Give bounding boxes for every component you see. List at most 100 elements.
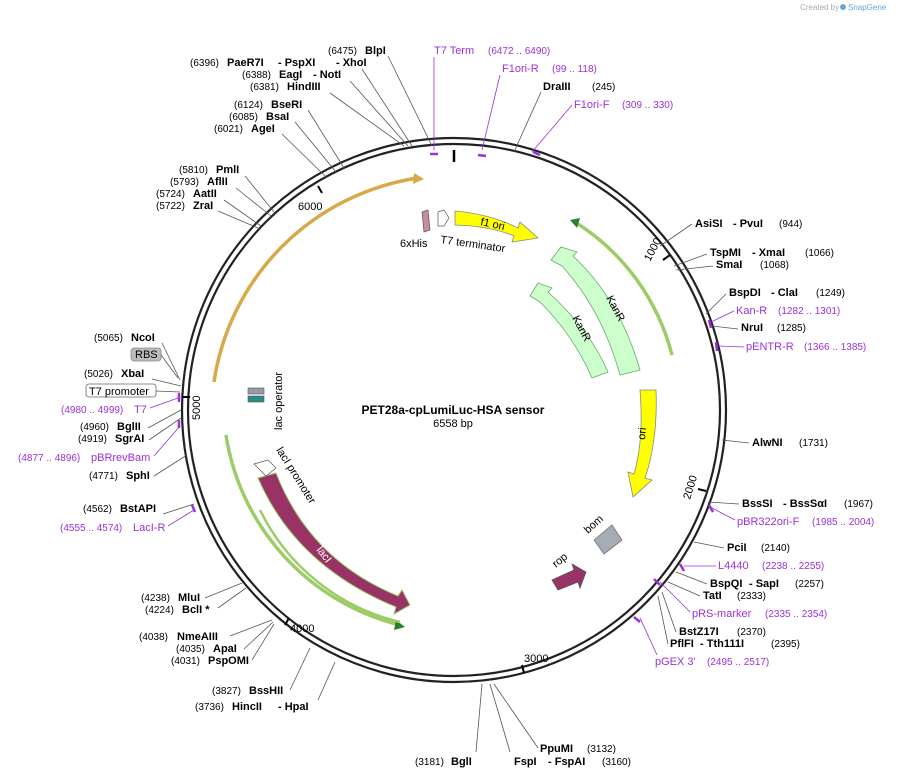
site-ppumi-pos: (3132) — [587, 744, 616, 755]
primer-l4440-range: (2238 .. 2255) — [762, 561, 824, 572]
site-nrui-name: NruI — [741, 322, 763, 334]
primer-f1ori-r[interactable]: F1ori-R (99 .. 118) — [477, 63, 597, 158]
primer-pbr322ori-f-name: pBR322ori-F — [737, 516, 800, 528]
site-aflii-name: AflII — [207, 176, 228, 188]
site-eagi[interactable]: (6388) EagI - NotI — [242, 69, 409, 147]
site-pspomi[interactable]: (4031) PspOMI — [171, 623, 275, 667]
site-nrui[interactable]: NruI (1285) — [711, 322, 806, 334]
brand-name: SnapGene — [848, 3, 887, 12]
site-pflfi[interactable]: PflFI - Tth111I (2395) — [657, 595, 800, 650]
site-alwni-leader — [721, 439, 750, 444]
site-draiii[interactable]: DraIII (245) — [513, 81, 615, 153]
site-sgrai-name: SgrAI — [115, 433, 144, 445]
site-nrui-pos: (1285) — [777, 323, 806, 334]
site-apai[interactable]: (4035) ApaI — [176, 621, 274, 655]
site-bstz17i-leader — [661, 591, 677, 633]
primer-pbr322ori-f[interactable]: pBR322ori-F (1985 .. 2004) — [707, 504, 874, 528]
primer-pgex3[interactable]: pGEX 3' (2495 .. 2517) — [633, 616, 769, 668]
primer-t7[interactable]: (4980 .. 4999) T7 — [61, 393, 181, 416]
site-tati-pos: (2333) — [737, 591, 766, 602]
site-pmli[interactable]: (5810) PmlI — [179, 164, 275, 213]
site-pcii[interactable]: PciI (2140) — [693, 541, 790, 554]
site-agei-leader — [281, 133, 328, 179]
site-smai-pos: (1068) — [760, 260, 789, 271]
site-hincii-leader — [317, 661, 336, 701]
site-pcii-pos: (2140) — [761, 543, 790, 554]
site-fspi[interactable]: FspI - FspAI (3160) — [489, 683, 631, 768]
site-pflfi-pos: (2395) — [771, 639, 800, 650]
orange-feature-arrowhead — [413, 173, 424, 184]
site-pspomi-name: PspOMI — [208, 655, 249, 667]
site-ppumi[interactable]: PpuMI (3132) — [493, 683, 616, 755]
site-bsshii[interactable]: (3827) BssHII — [212, 647, 311, 697]
site-blpi-leader — [387, 55, 433, 147]
site-alwni-pos: (1731) — [799, 438, 828, 449]
site-pmli-pos: (5810) — [179, 165, 208, 176]
site-fspi-name: FspI — [514, 756, 537, 768]
6xhis-label: 6xHis — [400, 238, 428, 250]
site-bsssi-name: BssSI — [742, 498, 773, 510]
site-eagi-pos: (6388) — [242, 70, 271, 81]
site-bsai[interactable]: (6085) BsaI — [229, 111, 337, 173]
primer-kan-r-leader — [710, 310, 735, 323]
site-tati[interactable]: TatI (2333) — [667, 581, 766, 602]
green-arc-outer-left-arrowhead — [394, 620, 405, 630]
site-blpi[interactable]: (6475) BlpI — [328, 45, 433, 147]
site-xbai[interactable]: (5026) XbaI — [84, 368, 182, 387]
site-alwni[interactable]: AlwNI (1731) — [721, 437, 828, 449]
site-eagi-sep: - NotI — [313, 69, 341, 81]
site-blpi-pos: (6475) — [328, 46, 357, 57]
site-bsssi[interactable]: BssSI - BssSαI (1967) — [707, 498, 873, 510]
f1-ori-label: f1 ori — [479, 216, 505, 233]
primer-f1ori-f-name: F1ori-F — [574, 99, 610, 111]
site-bcli[interactable]: (4224) BclI * — [145, 587, 247, 616]
primer-f1ori-f[interactable]: F1ori-F (309 .. 330) — [531, 99, 673, 157]
tick-label-1000: 1000 — [642, 236, 664, 263]
primer-t7-range: (4980 .. 4999) — [61, 405, 123, 416]
site-hincii[interactable]: (3736) HincII - HpaI — [195, 661, 336, 713]
site-smai[interactable]: SmaI (1068) — [675, 259, 789, 271]
primer-kan-r[interactable]: Kan-R (1282 .. 1301) — [707, 305, 840, 329]
site-bgli[interactable]: (3181) BglI — [415, 683, 483, 768]
primer-pbrrevbam[interactable]: (4877 .. 4896) pBRrevBam — [18, 420, 181, 464]
site-paer7i-name: PaeR7I — [227, 57, 264, 69]
site-bsssi-pos: (1967) — [844, 499, 873, 510]
site-agei[interactable]: (6021) AgeI — [214, 123, 328, 179]
site-bseri[interactable]: (6124) BseRI — [234, 99, 345, 169]
primer-pentr-r[interactable]: pENTR-R (1366 .. 1385) — [714, 341, 866, 353]
snapgene-logo-icon — [840, 4, 846, 10]
site-bspqi-leader — [675, 571, 708, 585]
primer-pbrrevbam-range: (4877 .. 4896) — [18, 453, 80, 464]
site-nmeaiii[interactable]: (4038) NmeAIII — [139, 619, 273, 643]
primer-laci-r-name: LacI-R — [133, 522, 165, 534]
site-blpi-name: BlpI — [365, 45, 386, 57]
primer-laci-r-range: (4555 .. 4574) — [60, 523, 122, 534]
site-zrai[interactable]: (5722) ZraI — [156, 200, 259, 229]
site-ncoi[interactable]: (5065) NcoI — [94, 332, 181, 381]
site-bsai-pos: (6085) — [229, 112, 258, 123]
site-bspqi[interactable]: BspQI - SapI (2257) — [675, 571, 824, 590]
site-hindiii[interactable]: (6381) HindIII — [250, 81, 405, 147]
plasmid-name: PET28a-cpLumiLuc-HSA sensor — [362, 403, 545, 417]
site-mlui[interactable]: (4238) MluI — [141, 582, 243, 604]
feature-lac-operator: lac operator — [247, 372, 285, 430]
site-tspmi[interactable]: TspMI - XmaI (1066) — [673, 247, 834, 267]
site-bglii[interactable]: (4960) BglII — [80, 409, 182, 433]
site-bstapi[interactable]: (4562) BstAPI — [83, 503, 195, 515]
site-asisi[interactable]: AsiSI - PvuI (944) — [659, 218, 802, 247]
site-aatii[interactable]: (5724) AatII — [156, 188, 262, 227]
primer-laci-r-mark — [190, 504, 197, 513]
site-bstz17i[interactable]: BstZ17I (2370) — [661, 591, 766, 638]
site-aatii-name: AatII — [193, 188, 217, 200]
site-sphi[interactable]: (4771) SphI — [89, 454, 188, 482]
primer-laci-r[interactable]: (4555 .. 4574) LacI-R — [60, 504, 197, 534]
site-sgrai[interactable]: (4919) SgrAI — [78, 417, 182, 445]
site-bspdi[interactable]: BspDI - ClaI (1249) — [705, 287, 845, 315]
site-aflii[interactable]: (5793) AflII — [170, 176, 272, 217]
plasmid-length: 6558 bp — [433, 418, 473, 430]
site-tspmi-pos: (1066) — [805, 248, 834, 259]
primer-prs-marker[interactable]: pRS-marker (2335 .. 2354) — [653, 578, 827, 620]
primer-l4440[interactable]: L4440 (2238 .. 2255) — [678, 560, 824, 572]
primer-t7-term[interactable]: T7 Term (6472 .. 6490) — [430, 45, 550, 156]
site-paer7i[interactable]: (6396) PaeR7I - PspXI - XhoI — [190, 57, 413, 147]
